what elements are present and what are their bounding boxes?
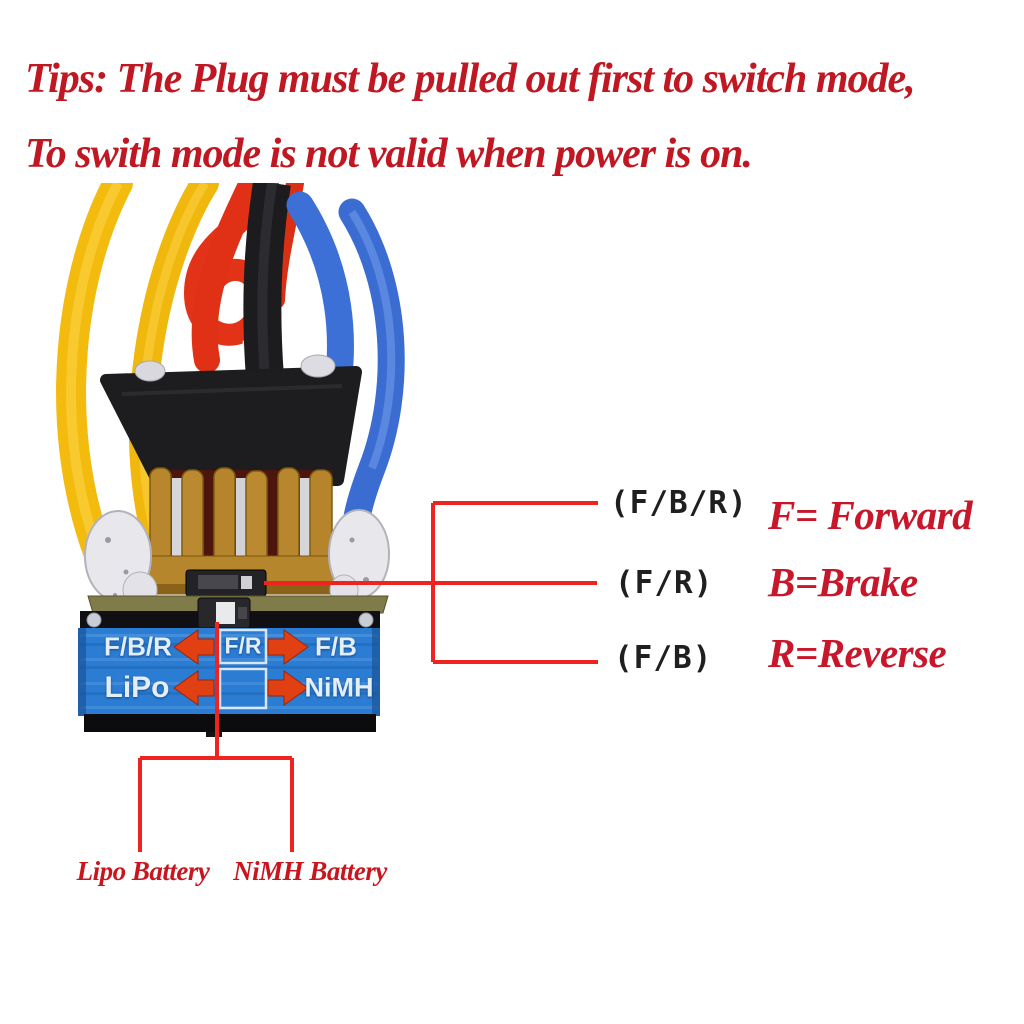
esc-case [78, 597, 380, 737]
battery-label-lipo: Lipo Battery [76, 856, 210, 886]
case-edge-left [78, 628, 86, 716]
yellow-wire-inner-highlight [138, 183, 209, 554]
blue-wire-highlight [348, 209, 396, 470]
battery-selection-box [218, 667, 268, 710]
screw-right-icon [358, 612, 374, 628]
panel-label-fbr: F/B/R [104, 631, 172, 662]
esc-connector-block [100, 366, 362, 488]
panel-label-fr: F/R [224, 632, 262, 659]
mode-right-arrow-icon [267, 629, 309, 665]
panel-label-lipo: LiPo [104, 671, 170, 704]
case-edge-right [372, 628, 380, 716]
tips-line-1: Tips: The Plug must be pulled out first … [25, 56, 916, 102]
wire-bundle [56, 183, 405, 574]
mode-switch [185, 569, 267, 597]
yellow-wire-outer-highlight [66, 183, 123, 554]
battery-switch [197, 597, 251, 629]
legend-forward: F= Forward [768, 492, 973, 538]
crimp-left [134, 360, 166, 382]
tips-line-2: To swith mode is not valid when power is… [25, 131, 753, 177]
crimp-right [300, 354, 336, 378]
callout-lines [138, 501, 598, 852]
case-bottom-tab [206, 732, 222, 737]
fr-selection-box [218, 628, 268, 665]
legend-brake: B=Brake [768, 559, 918, 605]
connector-block-sheen [121, 384, 343, 396]
mode-left-arrow-icon [173, 629, 215, 665]
battery-left-arrow-icon [173, 670, 215, 706]
mode-label-fr: (F/R) [615, 565, 714, 601]
yellow-wire-inner [128, 183, 219, 566]
case-face [78, 628, 380, 716]
black-wire-highlight [257, 183, 277, 379]
legend-reverse: R=Reverse [768, 630, 947, 676]
mode-label-fb: (F/B) [614, 640, 713, 676]
battery-label-nimh: NiMH Battery [233, 856, 387, 886]
panel-label-nimh: NiMH [304, 672, 374, 703]
case-bottom-band [84, 714, 376, 732]
screw-left-icon [86, 612, 102, 628]
solder-joint-right [328, 509, 390, 606]
esc-device [78, 354, 390, 737]
battery-right-arrow-icon [267, 670, 309, 706]
red-wire [191, 183, 265, 373]
panel-label-fb: F/B [315, 631, 357, 662]
mode-label-fbr: (F/B/R) [610, 485, 748, 521]
